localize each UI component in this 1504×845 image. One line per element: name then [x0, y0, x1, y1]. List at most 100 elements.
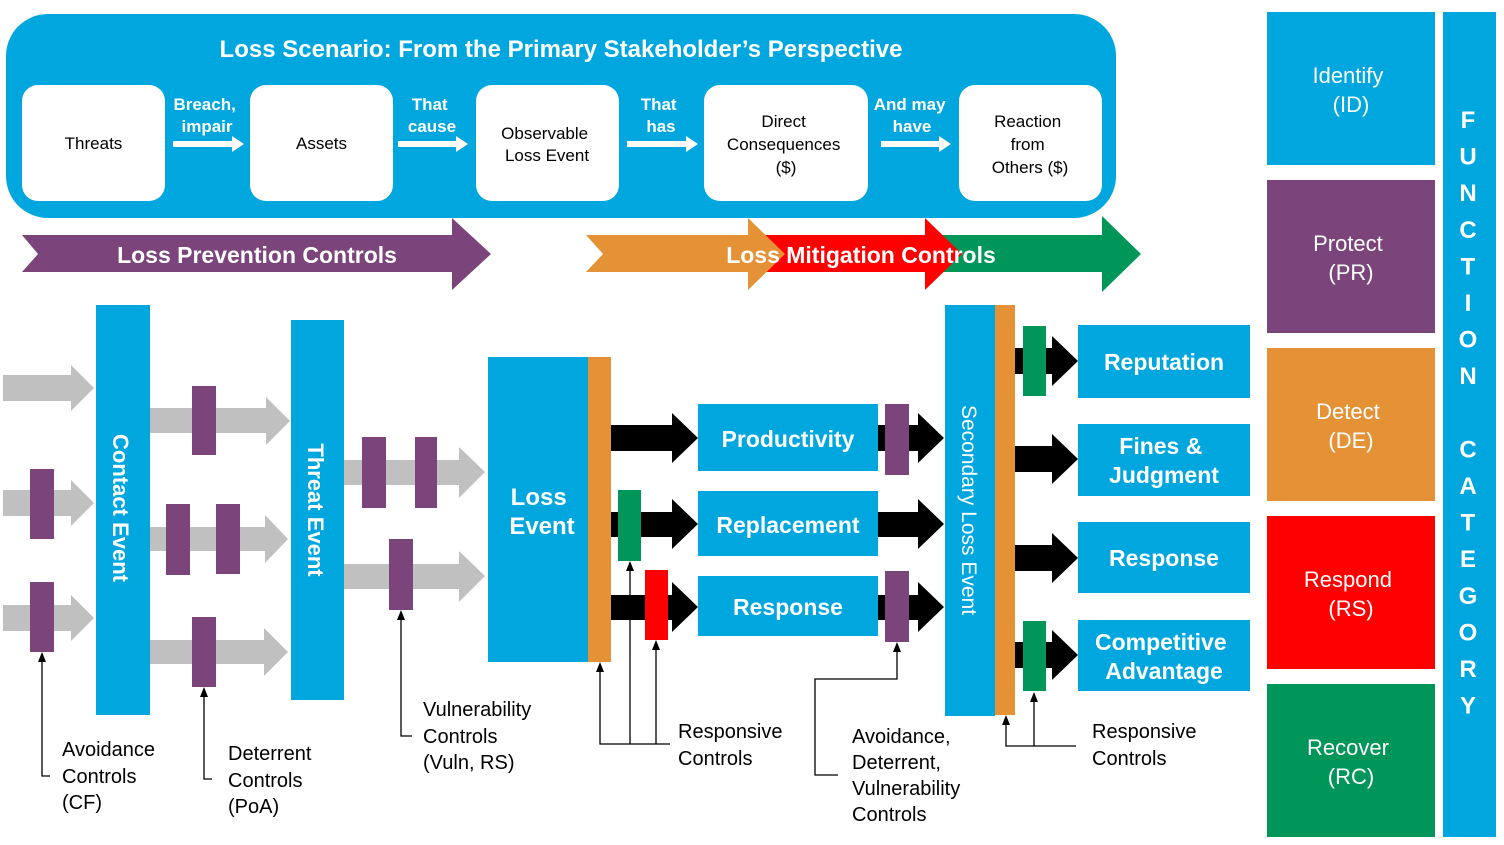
- black-arrow: [1015, 434, 1078, 484]
- scenario-connector-and-may-have: And may have: [874, 95, 951, 152]
- gray-arrow: [344, 551, 485, 602]
- recover-control-block: [618, 490, 641, 561]
- annotation-labels: Avoidance Controls (CF) Deterrent Contro…: [62, 699, 1202, 826]
- leader-line: [814, 650, 898, 776]
- outcome-response: Response: [698, 576, 878, 636]
- scenario-box-threats: Threats: [22, 85, 165, 201]
- scenario-box-direct-consequences: Direct Consequences ($): [704, 85, 868, 201]
- detect-strip: [995, 305, 1015, 715]
- protect-control-block: [885, 571, 909, 642]
- svg-text:Detect (DE): Detect (DE): [1316, 399, 1386, 453]
- deterrent-control-block: [216, 504, 240, 574]
- function-recover: Recover (RC): [1267, 684, 1435, 837]
- outcome-competitive-advantage: Competitive Advantage: [1078, 620, 1250, 691]
- black-arrow: [611, 413, 698, 463]
- svg-text:Productivity: Productivity: [722, 426, 855, 452]
- chevron-arrow-red: [745, 218, 962, 290]
- outcome-response-secondary: Response: [1078, 522, 1250, 593]
- function-identify: Identify (ID): [1267, 12, 1435, 165]
- annotation-vulnerability-controls: Vulnerability Controls (Vuln, RS): [423, 699, 537, 774]
- secondary-outcomes: Reputation Fines & Judgment Response Com…: [1078, 325, 1250, 691]
- outcome-reputation: Reputation: [1078, 325, 1250, 398]
- annotation-avoidance-deterrent-vulnerability-controls: Avoidance, Deterrent, Vulnerability Cont…: [852, 726, 966, 826]
- svg-text:Protect (PR): Protect (PR): [1313, 231, 1389, 285]
- annotation-leaders: [38, 561, 1076, 780]
- prevention-control-blocks: [30, 386, 437, 687]
- deterrent-control-block: [192, 617, 216, 687]
- svg-text:Replacement: Replacement: [716, 512, 860, 538]
- function-category-letter: O: [1459, 327, 1478, 354]
- contact-event-label: Contact Event: [108, 434, 133, 583]
- arrowhead-icon: [626, 561, 634, 571]
- gray-arrow: [150, 628, 288, 676]
- annotation-responsive-controls-secondary: Responsive Controls: [1092, 721, 1202, 770]
- svg-text:Response: Response: [1109, 545, 1219, 571]
- chevron-arrow-purple: [22, 218, 491, 290]
- white-arrow-icon: [881, 136, 951, 152]
- vulnerability-control-block: [362, 437, 386, 508]
- secondary-loss-event-bar: Secondary Loss Event: [945, 305, 1015, 716]
- arrowhead-icon: [652, 640, 660, 650]
- respond-control-block: [645, 570, 668, 640]
- function-category-letter: O: [1459, 619, 1478, 646]
- function-respond: Respond (RS): [1267, 516, 1435, 669]
- function-detect: Detect (DE): [1267, 348, 1435, 501]
- function-category-letter: C: [1459, 436, 1476, 463]
- contact-event-bar: Contact Event: [96, 305, 150, 715]
- black-arrow: [1015, 533, 1078, 583]
- function-category-letter: R: [1459, 656, 1476, 683]
- threat-event-bar: Threat Event: [291, 320, 344, 700]
- function-category-letter: C: [1459, 217, 1476, 244]
- scenario-box-label: Assets: [296, 134, 347, 153]
- recover-control-block: [1023, 621, 1046, 691]
- chevron-arrow-green: [910, 216, 1141, 292]
- scenario-box-observable-loss-event: Observable Loss Event: [476, 85, 619, 201]
- svg-text:Identify (ID): Identify (ID): [1312, 63, 1389, 117]
- white-arrow-icon: [173, 136, 244, 152]
- vulnerability-control-block: [415, 437, 437, 508]
- secondary-loss-event-label: Secondary Loss Event: [957, 405, 980, 615]
- function-category-letter: Y: [1460, 693, 1476, 720]
- annotation-deterrent-controls: Deterrent Controls (PoA): [228, 743, 317, 818]
- leader-line: [400, 618, 412, 737]
- svg-text:That cause: That cause: [408, 95, 456, 136]
- scenario-connector-breach-impair: Breach, impair: [173, 95, 244, 152]
- loss-prevention-banner: Loss Prevention Controls: [22, 218, 491, 290]
- scenario-connector-that-has: That has: [627, 95, 698, 152]
- svg-text:Breach, impair: Breach, impair: [173, 95, 240, 136]
- leader-line: [599, 670, 670, 745]
- leader-line: [203, 695, 212, 780]
- function-category-letter: A: [1459, 473, 1476, 500]
- svg-text:Competitive Advantage: Competitive Advantage: [1095, 629, 1233, 684]
- scenario-box-label: Threats: [65, 134, 123, 153]
- scenario-box-label: Reaction from Others ($): [992, 112, 1069, 177]
- function-category-letter: N: [1459, 363, 1476, 390]
- secondary-outcome-arrows: [1015, 326, 1078, 691]
- arrowhead-icon: [1002, 715, 1010, 725]
- function-category-letter: E: [1460, 546, 1476, 573]
- loss-event-label: Loss Event: [509, 484, 574, 540]
- function-legend: Identify (ID) Protect (PR) Detect (DE) R…: [1267, 12, 1496, 837]
- function-category-letter: T: [1461, 510, 1476, 537]
- leader-line: [41, 660, 50, 777]
- leader-line: [1005, 723, 1076, 747]
- function-category-letter: I: [1465, 290, 1472, 317]
- primary-outcomes: Productivity Replacement Response: [698, 404, 878, 636]
- secondary-loss-arrows: [878, 404, 944, 642]
- recover-control-block: [1023, 326, 1046, 396]
- svg-text:Reputation: Reputation: [1104, 349, 1224, 375]
- scenario-box-assets: Assets: [250, 85, 393, 201]
- annotation-avoidance-controls: Avoidance Controls (CF): [62, 739, 161, 814]
- avoidance-control-block: [30, 469, 54, 539]
- scenario-connector-that-cause: That cause: [398, 95, 468, 152]
- protect-control-block: [885, 404, 909, 475]
- primary-loss-arrows: [611, 413, 698, 640]
- chevron-arrow-orange: [586, 218, 785, 290]
- loss-scenario-panel: Loss Scenario: From the Primary Stakehol…: [6, 14, 1116, 218]
- arrowhead-icon: [397, 610, 405, 620]
- arrowhead-icon: [38, 652, 46, 662]
- svg-text:Recover (RC): Recover (RC): [1307, 735, 1395, 789]
- gray-arrow: [150, 397, 290, 445]
